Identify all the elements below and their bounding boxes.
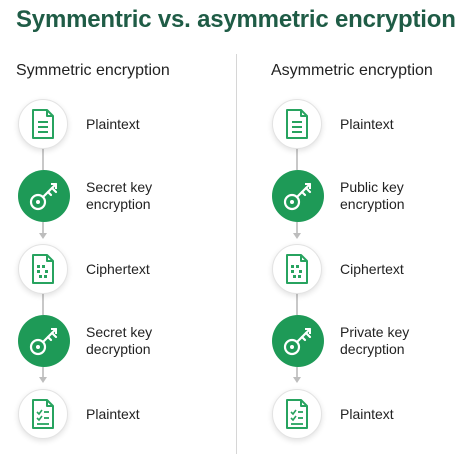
ciphertext-node	[272, 244, 322, 294]
column-heading: Symmetric encryption	[16, 62, 170, 79]
key-icon	[283, 182, 312, 211]
verified-document-icon	[286, 399, 308, 429]
flow-connector	[296, 222, 298, 234]
step-label-line: Secret key	[86, 324, 153, 340]
flow-connector	[42, 222, 44, 234]
page-title: Symmentric vs. asymmetric encryption	[16, 6, 456, 33]
plaintext-node	[272, 99, 322, 149]
symmetric-column: Symmetric encryption Plaintext Secret ke…	[0, 0, 225, 474]
step-label: Ciphertext	[86, 261, 150, 278]
step-label-line: Public key	[340, 179, 404, 195]
column-divider	[236, 54, 237, 454]
step-label: Plaintext	[340, 116, 394, 133]
flow-connector	[42, 367, 44, 378]
step-label-line: Private key	[340, 324, 410, 340]
step-label: Plaintext	[86, 406, 140, 423]
step-label-line: Plaintext	[340, 406, 394, 422]
plaintext-result-node	[18, 389, 68, 439]
flow-arrow-icon	[293, 233, 301, 239]
ciphertext-node	[18, 244, 68, 294]
step-label: Private key decryption	[340, 324, 409, 358]
key-icon	[29, 327, 58, 356]
step-label-line: encryption	[86, 196, 151, 212]
step-label-line: decryption	[340, 341, 405, 357]
verified-document-icon	[32, 399, 54, 429]
plaintext-node	[18, 99, 68, 149]
step-label-line: decryption	[86, 341, 151, 357]
step-label: Public key encryption	[340, 179, 405, 213]
plaintext-document-icon	[32, 109, 54, 139]
step-label: Secret key encryption	[86, 179, 152, 213]
encryption-node	[272, 170, 324, 222]
step-label-line: Ciphertext	[86, 261, 150, 277]
step-label-line: encryption	[340, 196, 405, 212]
flow-connector	[42, 148, 44, 170]
step-label-line: Plaintext	[340, 116, 394, 132]
step-label: Plaintext	[86, 116, 140, 133]
encryption-node	[18, 170, 70, 222]
step-label-line: Secret key	[86, 179, 153, 195]
flow-connector	[296, 293, 298, 315]
ciphertext-document-icon	[32, 254, 54, 284]
flow-arrow-icon	[39, 233, 47, 239]
decryption-node	[18, 315, 70, 367]
plaintext-result-node	[272, 389, 322, 439]
flow-connector	[42, 293, 44, 315]
key-icon	[283, 327, 312, 356]
flow-arrow-icon	[39, 377, 47, 383]
decryption-node	[272, 315, 324, 367]
step-label: Secret key decryption	[86, 324, 152, 358]
flow-connector	[296, 367, 298, 378]
step-label-line: Plaintext	[86, 116, 140, 132]
asymmetric-column: Asymmetric encryption Plaintext Public k…	[254, 0, 474, 474]
step-label-line: Plaintext	[86, 406, 140, 422]
column-heading: Asymmetric encryption	[271, 62, 433, 79]
ciphertext-document-icon	[286, 254, 308, 284]
key-icon	[29, 182, 58, 211]
step-label-line: Ciphertext	[340, 261, 404, 277]
flow-arrow-icon	[293, 377, 301, 383]
step-label: Plaintext	[340, 406, 394, 423]
step-label: Ciphertext	[340, 261, 404, 278]
flow-connector	[296, 148, 298, 170]
plaintext-document-icon	[286, 109, 308, 139]
